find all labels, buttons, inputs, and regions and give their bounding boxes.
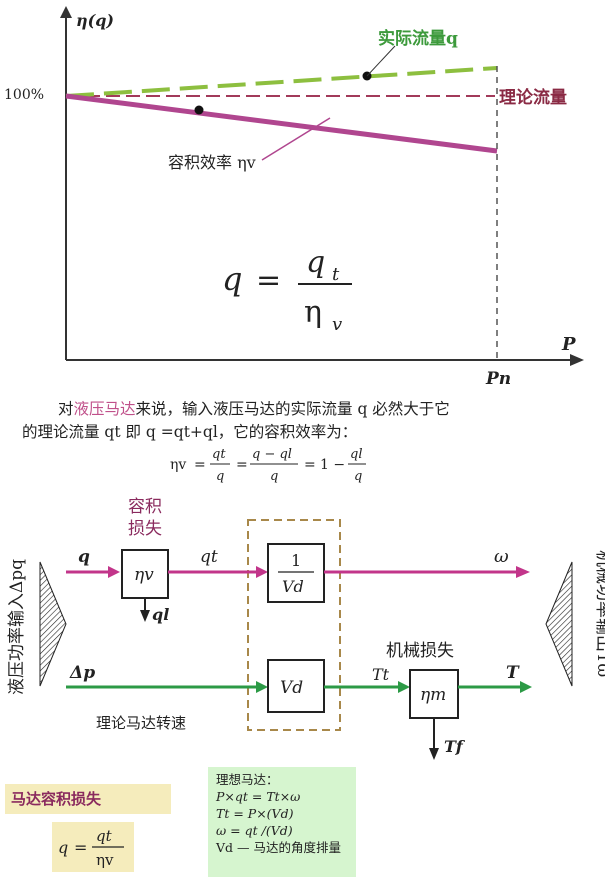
svg-text:=: = bbox=[74, 838, 87, 857]
paragraph-line-1: 对液压马达来说，输入液压马达的实际流量 q 必然大于它 bbox=[58, 400, 450, 418]
output-power-wedge bbox=[545, 561, 573, 687]
highlight-hydraulic-motor: 液压马达 bbox=[73, 400, 136, 418]
motor-loss-equation: q = qt ηv bbox=[52, 822, 134, 872]
arrow-q bbox=[108, 566, 120, 578]
efficiency-chart: η(q) P Pn 100% 实际流量q 理论流量 容积效率 ηv q = q … bbox=[4, 6, 584, 389]
left-label: 液压功率输入Δpq bbox=[7, 559, 27, 695]
x-tick-pn: Pn bbox=[485, 369, 511, 389]
label-t: T bbox=[506, 663, 520, 683]
label-q: q bbox=[78, 547, 90, 567]
label-actual-flow: 实际流量q bbox=[378, 28, 458, 49]
y-tick-100: 100% bbox=[4, 87, 44, 103]
paragraph-line-2: 的理论流量 qt 即 q =qt+ql，它的容积效率为： bbox=[22, 423, 358, 441]
block-diagram: 液压功率输入Δpq 机械功率输出Tω q ηv 容积 损失 qt ql 1 Vd… bbox=[7, 497, 605, 760]
actual-flow-line bbox=[65, 66, 498, 98]
svg-text:1: 1 bbox=[291, 551, 301, 570]
formula-num: q bbox=[306, 245, 325, 280]
label-theoretical-flow: 理论流量 bbox=[499, 87, 567, 108]
formula-num-sub: t bbox=[332, 264, 340, 285]
svg-text:Vd: Vd bbox=[282, 577, 304, 596]
block-eta-v bbox=[121, 549, 169, 599]
label-dp: Δp bbox=[69, 663, 95, 683]
arrow-qt bbox=[256, 566, 268, 578]
actual-leader bbox=[366, 45, 396, 77]
arrow-t bbox=[520, 681, 532, 693]
svg-text:ql: ql bbox=[350, 447, 362, 462]
label-qt: qt bbox=[200, 547, 218, 567]
y-axis-arrow bbox=[60, 6, 72, 18]
efficiency-equation: ηv = qt q = q − ql q = 1 − ql q bbox=[170, 447, 366, 484]
svg-text:=: = bbox=[194, 457, 206, 473]
input-power-wedge bbox=[39, 561, 67, 687]
ideal-motor-note: 理想马达： P×qt = Tt×ω Tt = P×(Vd) ω = qt /(V… bbox=[208, 767, 356, 877]
ideal-line-2: Tt = P×(Vd) bbox=[216, 806, 294, 821]
label-tt: Tt bbox=[372, 665, 390, 684]
svg-text:qt: qt bbox=[96, 827, 113, 845]
y-axis-label: η(q) bbox=[76, 11, 114, 30]
svg-text:ηv: ηv bbox=[96, 851, 114, 869]
arrow-dp bbox=[256, 681, 268, 693]
efficiency-leader bbox=[261, 117, 331, 161]
svg-text:ηv: ηv bbox=[134, 565, 154, 585]
svg-text:q: q bbox=[270, 469, 278, 484]
svg-text:=: = bbox=[304, 457, 316, 473]
block-vd bbox=[267, 659, 325, 713]
vol-loss-2: 损失 bbox=[128, 519, 162, 539]
label-tf: Tf bbox=[444, 737, 466, 756]
svg-text:q: q bbox=[58, 838, 68, 857]
svg-text:qt: qt bbox=[212, 447, 226, 462]
ideal-line-1: P×qt = Tt×ω bbox=[216, 789, 301, 804]
svg-text:q − ql: q − ql bbox=[252, 447, 292, 462]
formula-den: η bbox=[304, 295, 322, 330]
motor-dashed-box bbox=[247, 519, 341, 731]
arrow-omega bbox=[516, 566, 530, 578]
svg-text:q: q bbox=[354, 469, 362, 484]
ideal-line-4: Vd — 马达的角度排量 bbox=[216, 840, 341, 855]
x-axis-arrow bbox=[570, 354, 584, 366]
svg-text:ηm: ηm bbox=[420, 685, 446, 705]
x-axis-label: P bbox=[561, 334, 576, 355]
svg-text:q: q bbox=[216, 469, 224, 484]
efficiency-line bbox=[65, 93, 498, 154]
label-ql: ql bbox=[152, 605, 169, 624]
arrow-tf bbox=[429, 748, 439, 760]
formula-lhs: q bbox=[222, 260, 242, 298]
vol-loss-1: 容积 bbox=[128, 497, 162, 517]
theory-speed-label: 理论马达转速 bbox=[96, 714, 186, 732]
efficiency-point bbox=[194, 105, 204, 115]
mech-loss-label: 机械损失 bbox=[386, 641, 454, 661]
svg-text:=: = bbox=[236, 457, 248, 473]
label-efficiency: 容积效率 ηv bbox=[168, 153, 256, 172]
ideal-line-3: ω = qt /(Vd) bbox=[216, 823, 293, 838]
svg-text:ηv: ηv bbox=[170, 457, 186, 473]
ideal-title: 理想马达： bbox=[216, 772, 279, 787]
motor-volume-loss-title: 马达容积损失 bbox=[5, 784, 171, 814]
label-omega: ω bbox=[494, 546, 509, 567]
block-eta-m bbox=[409, 669, 459, 719]
svg-text:Vd: Vd bbox=[280, 678, 303, 698]
formula-eq: = bbox=[256, 263, 281, 298]
formula-den-sub: v bbox=[332, 314, 342, 335]
arrow-ql bbox=[140, 610, 150, 622]
svg-text:1 −: 1 − bbox=[320, 457, 345, 473]
right-label: 机械功率输出Tω bbox=[593, 550, 605, 677]
arrow-tt bbox=[398, 681, 410, 693]
